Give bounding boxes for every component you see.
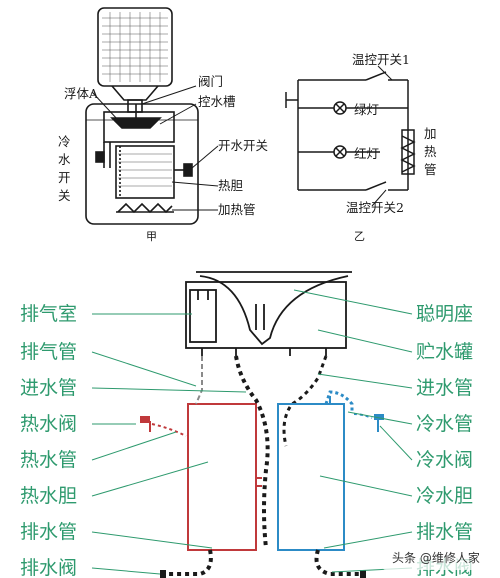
green-lamp — [333, 101, 347, 115]
label-float: 浮体A — [64, 86, 99, 101]
heater-coils — [116, 202, 174, 214]
caption-jia: 甲 — [146, 230, 157, 243]
label-inlet-pipe-left: 进水管 — [20, 377, 77, 399]
hot-liner — [115, 145, 175, 199]
drain-pipe-cold — [314, 549, 360, 576]
bottom-left-labels: 排气室 排气管 进水管 热水阀 热水管 热水胆 排水管 排水阀 — [20, 303, 77, 578]
inlet-pipe-hot — [234, 355, 270, 549]
label-storage-tank: 贮水罐 — [416, 341, 473, 363]
drain-pipe-hot — [166, 549, 213, 576]
label-inlet-pipe-right: 进水管 — [416, 377, 473, 399]
left-leaders — [91, 313, 247, 575]
hot-water-valve — [140, 416, 187, 437]
label-heat-tube-1: 加 — [424, 126, 437, 141]
dispenser-labels: 浮体A 阀门 控水槽 冷 水 开 关 开水开关 热胆 加热管 甲 — [58, 74, 268, 243]
label-cold-switch-2: 水 — [58, 152, 71, 167]
hot-water-tank — [140, 356, 262, 551]
label-drain-pipe-right: 排水管 — [416, 521, 473, 543]
cold-switch — [95, 142, 111, 168]
circuit-schematic — [285, 65, 416, 207]
label-cold-switch-1: 冷 — [58, 134, 71, 149]
label-cold-water-valve: 冷水阀 — [416, 449, 473, 471]
right-leaders — [293, 289, 413, 573]
label-hot-water-tank: 热水胆 — [20, 485, 77, 507]
dispenser-schematic — [85, 7, 219, 225]
label-heater: 加热管 — [218, 202, 256, 217]
label-cold-water-tank: 冷水胆 — [416, 485, 473, 507]
label-cold-water-pipe: 冷水管 — [416, 413, 473, 435]
label-green-lamp: 绿灯 — [354, 102, 379, 117]
drain-valve-hot — [160, 570, 166, 578]
label-heat-tube-3: 管 — [424, 162, 437, 177]
circuit-labels: 温控开关1 绿灯 红灯 加 热 管 温控开关2 乙 — [346, 52, 437, 243]
red-lamp — [333, 145, 347, 159]
label-drain-valve-left: 排水阀 — [20, 557, 77, 578]
heating-tube — [400, 129, 416, 175]
label-thermo-2: 温控开关2 — [346, 200, 404, 215]
label-red-lamp: 红灯 — [354, 146, 379, 161]
caption-yi: 乙 — [354, 230, 365, 243]
drain-valve-cold — [360, 570, 366, 578]
float-a — [110, 104, 162, 129]
label-drain-pipe-left: 排水管 — [20, 521, 77, 543]
smart-base — [185, 271, 352, 356]
label-cold-switch-4: 关 — [58, 188, 71, 203]
inlet-pipe-cold — [282, 355, 328, 447]
control-tank — [103, 111, 175, 143]
label-tank: 控水槽 — [198, 94, 236, 109]
label-hot-switch: 开水开关 — [218, 138, 268, 153]
label-liner: 热胆 — [218, 178, 243, 193]
water-bottle — [97, 7, 173, 113]
watermark-backdrop — [382, 546, 492, 570]
label-hot-water-pipe: 热水管 — [20, 449, 77, 471]
label-exhaust-chamber: 排气室 — [20, 303, 77, 325]
label-valve: 阀门 — [198, 74, 223, 89]
watermark: 头条 @维修人家 — [392, 550, 480, 565]
label-smart-base: 聪明座 — [416, 303, 473, 325]
label-exhaust-pipe: 排气管 — [20, 341, 77, 363]
label-thermo-1: 温控开关1 — [352, 52, 410, 67]
label-hot-water-valve: 热水阀 — [20, 413, 77, 435]
label-cold-switch-3: 开 — [58, 170, 71, 185]
hot-water-switch — [174, 163, 193, 177]
label-heat-tube-2: 热 — [424, 144, 437, 159]
